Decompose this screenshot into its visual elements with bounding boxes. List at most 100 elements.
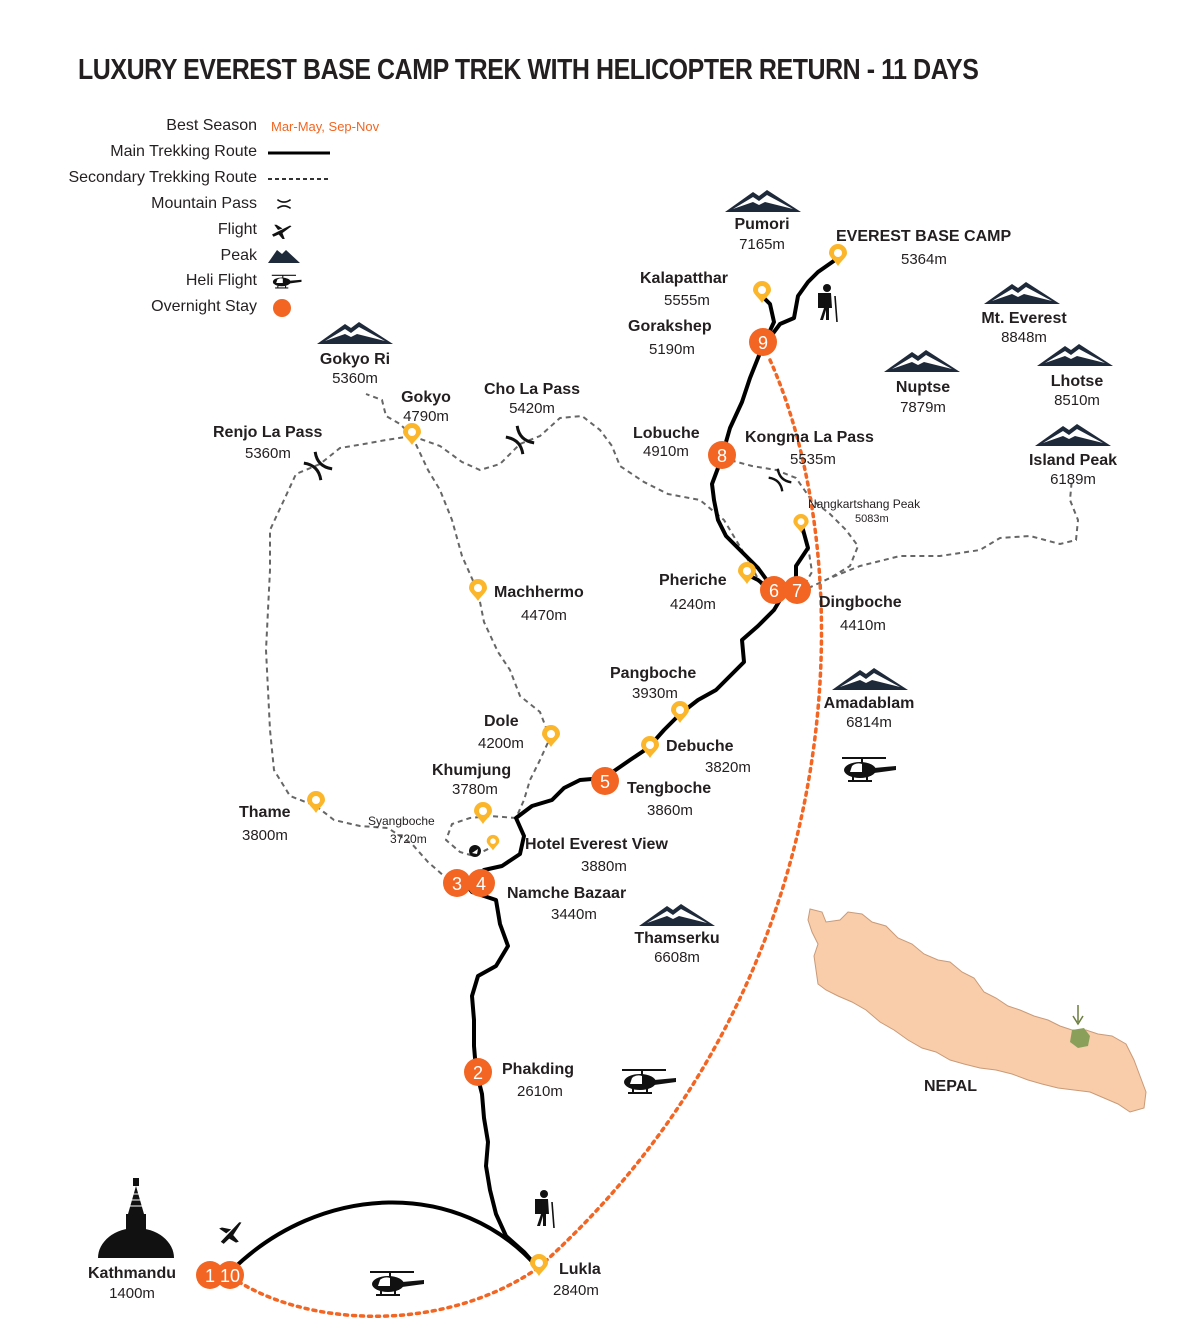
- kathmandu-altitude: 1400m: [109, 1285, 155, 1302]
- pumori-name: Pumori: [734, 216, 790, 233]
- tengboche-altitude: 3860m: [647, 802, 693, 819]
- nuptse-name: Nuptse: [895, 379, 951, 396]
- kalapatthar-altitude: 5555m: [664, 292, 710, 309]
- kongma-la-altitude: 5535m: [790, 451, 836, 468]
- pheriche-pin-icon: [738, 562, 756, 584]
- overnight-marker-4: 4: [467, 869, 495, 897]
- dole-pin-icon: [542, 725, 560, 747]
- lobuche-altitude: 4910m: [643, 443, 689, 460]
- legend-peak-icon: [268, 250, 300, 263]
- amadablam-peak-icon: [832, 668, 908, 690]
- lhotse-altitude: 8510m: [1054, 392, 1100, 409]
- svg-text:9: 9: [758, 333, 768, 353]
- khumjung-pin-icon: [474, 802, 492, 824]
- hotel-everest-view-pin-icon: [486, 834, 500, 851]
- mt-everest-name: Mt. Everest: [981, 310, 1067, 327]
- peaks: [98, 190, 1113, 1258]
- island-peak-icon: [1035, 424, 1111, 446]
- gorakshep-altitude: 5190m: [649, 341, 695, 358]
- lhotse-peak-icon: [1037, 344, 1113, 366]
- dole-altitude: 4200m: [478, 735, 524, 752]
- overnight-markers: 9 8 6 7 5 3 4 2 1 10: [196, 328, 811, 1289]
- pumori-altitude: 7165m: [739, 236, 785, 253]
- svg-text:5: 5: [600, 772, 610, 792]
- debuche-name: Debuche: [666, 738, 734, 755]
- kalapatthar-name: Kalapatthar: [640, 270, 729, 287]
- kathmandu-name: Kathmandu: [88, 1265, 176, 1282]
- hotel-everest-view-altitude: 3880m: [581, 858, 627, 875]
- amadablam-altitude: 6814m: [846, 714, 892, 731]
- airport-icon: [469, 845, 481, 857]
- stupa-icon: [98, 1178, 174, 1258]
- thame-name: Thame: [239, 804, 291, 821]
- gorakshep-name: Gorakshep: [628, 318, 712, 335]
- route-cho-la: [411, 414, 765, 591]
- legend-icons: [268, 151, 330, 317]
- dingboche-name: Dingboche: [819, 594, 902, 611]
- location-pins: [307, 244, 847, 1276]
- legend-secondary-route-label: Secondary Trekking Route: [68, 169, 257, 186]
- route-dingboche-lobuche: [710, 455, 776, 592]
- everest-peak-icon: [984, 282, 1060, 304]
- legend-main-route-label: Main Trekking Route: [110, 143, 257, 160]
- svg-text:2: 2: [473, 1063, 483, 1083]
- legend-mountain-pass-label: Mountain Pass: [151, 195, 257, 212]
- phakding-name: Phakding: [502, 1061, 575, 1078]
- flight-route-kathmandu-lukla: [228, 1200, 540, 1274]
- pangboche-name: Pangboche: [610, 665, 697, 682]
- khumjung-name: Khumjung: [432, 762, 512, 779]
- transport-icons: [216, 283, 897, 1296]
- overnight-marker-5: 5: [591, 767, 619, 795]
- nangkartshang-pin-icon: [793, 513, 809, 533]
- island-peak-name: Island Peak: [1028, 452, 1118, 469]
- thame-pin-icon: [307, 791, 325, 813]
- helicopter-icon-amadablam: [841, 757, 897, 782]
- gokyo-name: Gokyo: [401, 389, 451, 406]
- gokyo-ri-peak-icon: [317, 322, 393, 344]
- pheriche-altitude: 4240m: [670, 596, 716, 613]
- legend-heli-icon: [271, 274, 303, 289]
- thamserku-peak-icon: [639, 904, 715, 926]
- region-arrow-head: [1072, 1015, 1084, 1026]
- gokyo-ri-name: Gokyo Ri: [319, 351, 391, 368]
- thamserku-name: Thamserku: [634, 930, 720, 947]
- route-kongma-la: [721, 457, 860, 579]
- overnight-marker-3: 3: [443, 869, 471, 897]
- route-lobuche-gorakshep: [720, 347, 764, 457]
- thame-altitude: 3800m: [242, 827, 288, 844]
- svg-text:8: 8: [717, 446, 727, 466]
- legend-pass-icon: [276, 198, 292, 210]
- legend-best-season-label: Best Season: [166, 117, 257, 134]
- legend-overnight-dot: [273, 299, 291, 317]
- nuptse-altitude: 7879m: [900, 399, 946, 416]
- main-route: [228, 256, 840, 1274]
- heli-route-gorakshep-lukla: [536, 358, 824, 1270]
- tengboche-name: Tengboche: [627, 780, 712, 797]
- overnight-marker-2: 2: [464, 1058, 492, 1086]
- nepal-inset: [807, 908, 1147, 1113]
- helicopter-icon-kathmandu: [369, 1271, 425, 1296]
- pangboche-altitude: 3930m: [632, 685, 678, 702]
- kongma-la-pass-icon: [767, 467, 793, 493]
- nepal-label: NEPAL: [924, 1078, 978, 1095]
- nangkartshang-name: Nangkartshang Peak: [808, 497, 921, 511]
- kongma-la-name: Kongma La Pass: [745, 429, 874, 446]
- gokyo-ri-altitude: 5360m: [332, 370, 378, 387]
- svg-text:6: 6: [769, 581, 779, 601]
- debuche-altitude: 3820m: [705, 759, 751, 776]
- overnight-marker-10: 10: [216, 1261, 244, 1289]
- machhermo-altitude: 4470m: [521, 607, 567, 624]
- everest-region-highlight: [1070, 1028, 1090, 1048]
- nuptse-peak-icon: [884, 350, 960, 372]
- machhermo-pin-icon: [469, 579, 487, 601]
- namche-name: Namche Bazaar: [507, 885, 627, 902]
- renjo-la-name: Renjo La Pass: [213, 424, 323, 441]
- route-lukla-namche: [460, 878, 540, 1270]
- hotel-everest-view-name: Hotel Everest View: [525, 836, 668, 853]
- thamserku-altitude: 6608m: [654, 949, 700, 966]
- svg-text:4: 4: [476, 874, 486, 894]
- renjo-la-pass-icon: [302, 450, 334, 482]
- overnight-marker-8: 8: [708, 441, 736, 469]
- lobuche-name: Lobuche: [633, 425, 700, 442]
